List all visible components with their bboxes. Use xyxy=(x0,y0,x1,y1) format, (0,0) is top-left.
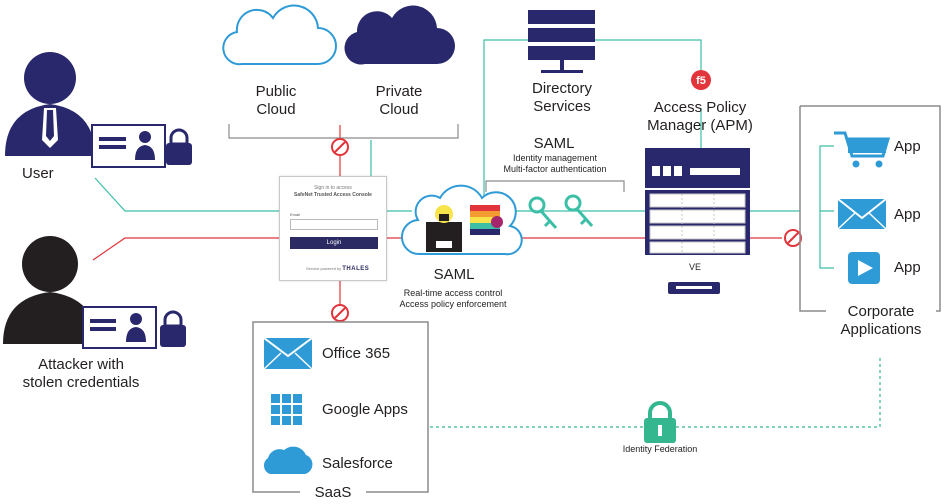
user-id-card-icon xyxy=(91,124,192,168)
ve-appliance-icon xyxy=(668,282,720,294)
attacker-icon xyxy=(3,236,97,344)
app-label-mail: App xyxy=(894,206,921,223)
private-cloud-label: Private Cloud xyxy=(375,83,423,118)
apm-label: Access Policy Manager (APM) xyxy=(647,99,753,134)
login-card-username-label: Email xyxy=(290,212,301,217)
saas-frame xyxy=(252,321,429,493)
login-card-footer: Service powered by THALES xyxy=(306,266,370,272)
ve-label: VE xyxy=(688,262,701,272)
blocked-icon xyxy=(331,138,802,322)
user-label: User xyxy=(22,165,54,182)
cloud-bracket xyxy=(228,124,459,139)
google-apps-label: Google Apps xyxy=(322,401,408,418)
office365-icon xyxy=(263,337,313,370)
public-cloud-label: Public Cloud xyxy=(255,83,297,118)
shopping-cart-icon xyxy=(834,131,891,168)
identity-federation-line xyxy=(430,357,881,428)
lock-box-icon xyxy=(426,205,462,252)
play-icon xyxy=(848,252,880,284)
saml-bottom-label: SAML xyxy=(433,266,475,283)
google-apps-icon xyxy=(271,394,302,425)
directory-services-icon xyxy=(528,10,595,73)
saml-top-description: Identity management Multi-factor authent… xyxy=(503,153,607,174)
saas-label: SaaS xyxy=(314,484,352,501)
attacker-label: Attacker with stolen credentials xyxy=(22,356,140,391)
public-cloud-icon xyxy=(222,4,337,66)
identity-federation-lock-icon xyxy=(644,401,676,443)
corporate-applications-label: Corporate Applications xyxy=(840,303,922,338)
login-card-username-field[interactable] xyxy=(290,219,378,230)
app-label-play: App xyxy=(894,259,921,276)
directory-services-label: Directory Services xyxy=(531,80,592,115)
salesforce-cloud-icon xyxy=(263,446,313,474)
apps-bracket xyxy=(819,145,834,269)
apm-appliance-icon xyxy=(645,148,750,255)
identity-federation-label: Identity Federation xyxy=(622,444,698,454)
login-card-subtitle: SafeNet Trusted Access Console xyxy=(294,192,372,198)
thales-logo: THALES xyxy=(342,266,370,272)
attacker-id-card-icon xyxy=(82,306,186,349)
office365-label: Office 365 xyxy=(322,345,391,362)
key-icon xyxy=(528,194,594,229)
saml-top-bracket xyxy=(485,180,625,192)
saml-bottom-description: Real-time access control Access policy e… xyxy=(399,288,507,309)
saml-top-label: SAML xyxy=(533,135,575,152)
corporate-apps-frame xyxy=(799,105,941,312)
app-label-cart: App xyxy=(894,138,921,155)
login-card-title: Sign in to access xyxy=(314,185,352,191)
f5-logo-icon: f5 xyxy=(691,70,711,90)
salesforce-label: Salesforce xyxy=(322,455,393,472)
login-card: Sign in to access SafeNet Trusted Access… xyxy=(279,176,387,281)
rainbow-stack-icon xyxy=(470,205,503,235)
user-icon xyxy=(5,52,95,156)
svg-text:f5: f5 xyxy=(696,75,706,87)
private-cloud-icon xyxy=(344,5,455,65)
mail-icon xyxy=(837,198,887,230)
login-button[interactable]: Login xyxy=(290,237,378,249)
